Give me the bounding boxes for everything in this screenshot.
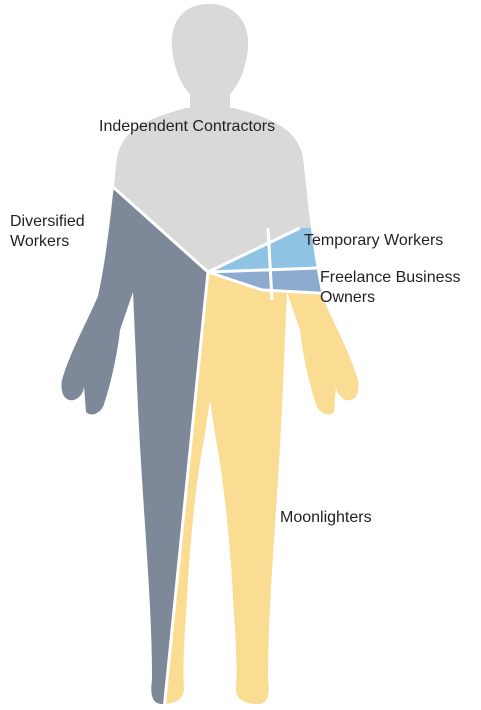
segment-moonlighters	[164, 272, 481, 710]
label-temporary-workers: Temporary Workers	[304, 231, 443, 251]
label-diversified-workers: Diversified Workers	[10, 212, 85, 252]
label-line: Owners	[320, 288, 461, 308]
label-line: Freelance Business	[320, 268, 461, 288]
label-freelance-business-owners: Freelance Business Owners	[320, 268, 461, 308]
label-line: Diversified	[10, 212, 85, 232]
label-line: Workers	[10, 232, 85, 252]
label-independent-contractors: Independent Contractors	[99, 117, 275, 137]
label-moonlighters: Moonlighters	[280, 508, 372, 528]
